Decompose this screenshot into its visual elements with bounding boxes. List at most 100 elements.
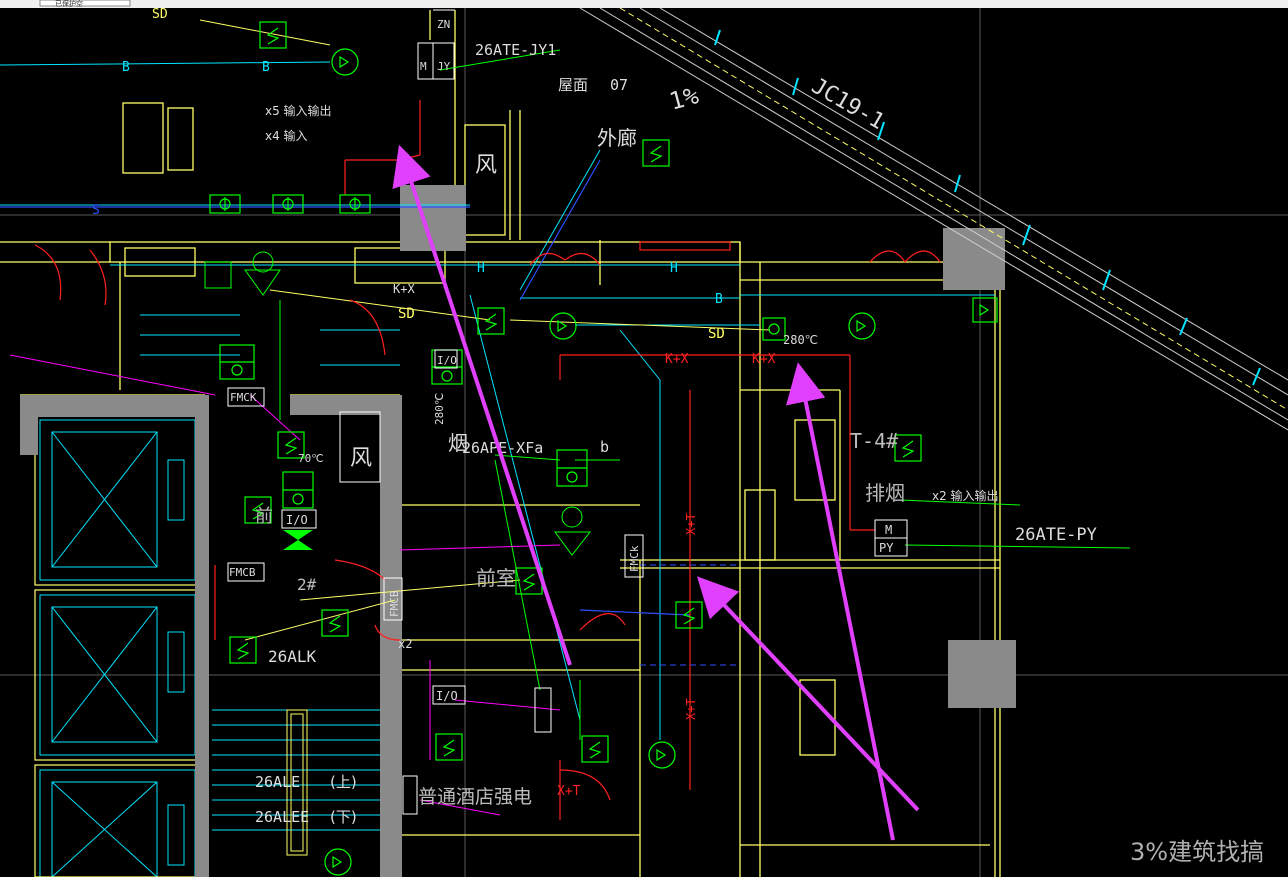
concrete-walls	[20, 185, 1016, 877]
valve-icon	[282, 471, 314, 509]
fmcb-label: FMCB	[229, 566, 256, 579]
tab-title: 已保护空	[55, 0, 83, 8]
io5-label: x5 输入输出	[265, 103, 332, 118]
kx-label-2: K+X	[752, 352, 776, 367]
stair-rail-inner	[290, 713, 304, 852]
roof-label: 屋面	[558, 76, 588, 94]
wiring-yellow	[199, 19, 771, 641]
io-box2-label: I/O	[286, 513, 308, 527]
jy-box-label: JY	[437, 60, 451, 73]
io2-label: x2 输入输出	[932, 488, 999, 503]
py-box-label: PY	[879, 541, 894, 555]
h-line-label-2: H	[670, 261, 678, 276]
s-line-label: S	[92, 203, 100, 218]
io-box-label: I/O	[436, 689, 458, 703]
valve-icon	[219, 344, 255, 380]
b-small-label: b	[600, 438, 609, 456]
fmck-left-label: FMCK	[230, 391, 257, 404]
m-box-label: M	[420, 60, 427, 73]
wiring-blue	[0, 159, 691, 616]
temp280-label: 280℃	[783, 333, 818, 347]
zn-box-label: ZN	[437, 18, 450, 31]
panel-jy1-label: 26ATE-JY1	[475, 41, 556, 59]
arrow-annotation	[392, 144, 572, 666]
elevator-shafts	[39, 419, 196, 877]
ale-up-label: 26ALE	[255, 773, 300, 791]
valve-symbol-solid-b	[283, 540, 313, 550]
valve-icon	[762, 317, 786, 341]
switch-icon	[321, 609, 349, 637]
py-panel-label: 26ATE-PY	[1015, 525, 1097, 545]
fan-icon	[848, 312, 876, 340]
wiring-magenta	[9, 354, 561, 816]
slope-label: 1%	[666, 81, 702, 116]
fan-icon	[324, 848, 352, 876]
wiring-dashed	[640, 564, 740, 666]
xfa-label: 26APE-XFa	[462, 439, 543, 457]
valve-icon	[431, 349, 463, 385]
valve-icon	[556, 449, 588, 487]
xt-label-2: X+T	[684, 698, 698, 720]
switch-icon	[229, 636, 257, 664]
sd-line-label-top: SD	[152, 7, 168, 22]
paiyan-label: 排烟	[865, 481, 905, 505]
b-line-label-3: B	[715, 292, 723, 307]
annotation-arrows	[392, 144, 920, 841]
alk-label: 26ALK	[268, 647, 317, 666]
io-box3-label: I/O	[437, 354, 457, 367]
xt-label-1: X+T	[684, 513, 698, 535]
window-strip	[0, 0, 1288, 8]
kx-label-1: K+X	[665, 352, 689, 367]
h-line-label-1: H	[477, 261, 485, 276]
fan-icon	[648, 741, 676, 769]
switch-icon	[435, 733, 463, 761]
fan-icon	[331, 48, 359, 76]
elevator-walls	[34, 414, 201, 877]
arrow-annotation	[786, 362, 895, 841]
wiring-green	[279, 49, 1131, 740]
damper-symbols	[204, 251, 592, 556]
two-label: 2#	[297, 575, 317, 594]
front-room2-label: 前	[255, 506, 273, 527]
watermark: 3%建筑找搞	[1130, 838, 1264, 866]
roof-number: 07	[610, 76, 628, 94]
switch-icon	[894, 434, 922, 462]
fan-icon	[972, 297, 998, 323]
diagonal-facade	[579, 7, 1288, 431]
io4-label: x4 输入	[265, 128, 308, 143]
m-box2-label: M	[885, 523, 892, 537]
fan-devices	[324, 48, 998, 876]
x2-label: x2	[398, 637, 412, 651]
arrow-annotation	[697, 576, 920, 812]
valve-symbol-solid	[283, 530, 313, 540]
valve-icon	[339, 194, 371, 214]
tab-fragment[interactable]	[39, 0, 131, 7]
labels: 26ATE-JY1 屋面 07 1% JC19-1 外廊 风 x5 输入输出 x…	[92, 7, 1264, 866]
valve-icon	[272, 194, 304, 214]
control-boxes	[227, 9, 908, 815]
stair	[212, 709, 380, 831]
sd-line-label-1: SD	[398, 306, 415, 322]
corridor-label: 外廊	[597, 126, 637, 150]
smoke-label: 烟	[448, 431, 468, 455]
b-line-label-2: B	[262, 60, 270, 75]
switch-icon	[477, 307, 505, 335]
wind-label-top: 风	[475, 153, 497, 178]
valve-icon	[209, 194, 241, 214]
sd-line-label-2: SD	[708, 326, 725, 342]
valve-devices	[209, 194, 786, 509]
fmcb2-label: FMCB	[388, 590, 401, 617]
front-room-label: 前室	[476, 566, 516, 590]
temp70-label: 70℃	[298, 452, 324, 465]
facade-dashed	[619, 7, 1288, 411]
switch-icon	[277, 431, 305, 459]
facade-posts	[714, 29, 1261, 386]
jc-label: JC19-1	[807, 74, 888, 135]
temp280b-label: 280℃	[433, 393, 446, 425]
switch-icon	[642, 139, 670, 167]
wind-label-mid: 风	[350, 446, 372, 471]
switch-devices	[229, 21, 922, 763]
fmck-right-label: FMCk	[628, 545, 641, 572]
xt-label-3: X+T	[557, 784, 581, 799]
